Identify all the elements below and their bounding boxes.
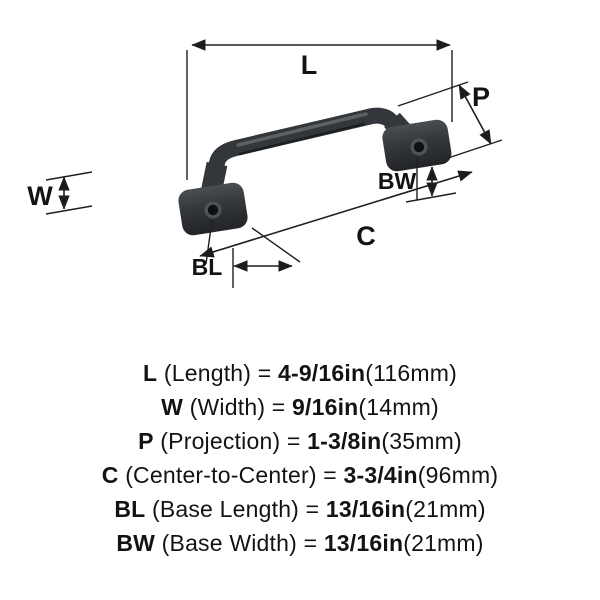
spec-code: BW [116,530,156,556]
spec-imperial-value: 4-9/16in [277,360,366,386]
spec-metric-value: (14mm) [358,394,439,420]
spec-label: (Center-to-Center) = [118,462,344,488]
witness-line [405,192,457,203]
handle-dimension-drawing: L P W BW [27,39,503,288]
spec-label: (Projection) = [153,428,308,454]
spec-code: W [161,394,184,420]
spec-metric-value: (35mm) [381,428,462,454]
witness-line [251,227,301,263]
left-screw-hole [207,204,219,216]
dimension-specs: L (Length) = 4-9/16in(116mm) W (Width) =… [0,356,600,560]
witness-line [447,139,503,159]
dim-label-c: C [356,221,376,251]
spec-imperial-value: 3-3/4in [343,462,418,488]
spec-line-base-length: BL (Base Length) = 13/16in(21mm) [0,492,600,526]
spec-label: (Base Width) = [155,530,324,556]
spec-code: BL [114,496,146,522]
spec-line-base-width: BW (Base Width) = 13/16in(21mm) [0,526,600,560]
dimension-base-length: BL [192,227,301,288]
dimension-center-to-center: C [199,158,473,265]
spec-imperial-value: 9/16in [292,394,359,420]
witness-line [397,81,469,107]
spec-line-center-to-center: C (Center-to-Center) = 3-3/4in(96mm) [0,458,600,492]
spec-line-length: L (Length) = 4-9/16in(116mm) [0,356,600,390]
spec-imperial-value: 13/16in [323,530,404,556]
spec-line-projection: P (Projection) = 1-3/8in(35mm) [0,424,600,458]
grip-top-highlight [236,112,368,147]
spec-label: (Length) = [157,360,278,386]
dimension-arrow-c [199,170,473,258]
dimension-arrow-p [458,84,492,145]
spec-metric-value: (21mm) [403,530,484,556]
dim-label-l: L [301,50,318,80]
grip-bottom-shadow [238,122,366,156]
dim-label-p: P [472,82,490,112]
dimension-diagram: L P W BW [27,39,503,288]
spec-metric-value: (96mm) [417,462,499,488]
spec-label: (Width) = [183,394,292,420]
right-screw-hole [413,141,425,153]
spec-label: (Base Length) = [145,496,326,522]
spec-line-width: W (Width) = 9/16in(14mm) [0,390,600,424]
witness-line [45,171,93,181]
spec-imperial-value: 13/16in [325,496,406,522]
witness-line [45,205,93,215]
dimension-length: L [186,39,453,180]
spec-metric-value: (116mm) [365,360,457,386]
dim-label-bw: BW [378,168,417,194]
dimension-width: W [27,171,93,215]
dim-label-bl: BL [192,254,223,280]
dimension-projection: P [397,81,503,159]
spec-imperial-value: 1-3/8in [307,428,382,454]
spec-metric-value: (21mm) [405,496,486,522]
handle-grip [204,107,421,200]
spec-code: L [143,360,158,386]
spec-code: C [101,462,119,488]
dim-label-w: W [27,181,53,211]
spec-code: P [138,428,154,454]
